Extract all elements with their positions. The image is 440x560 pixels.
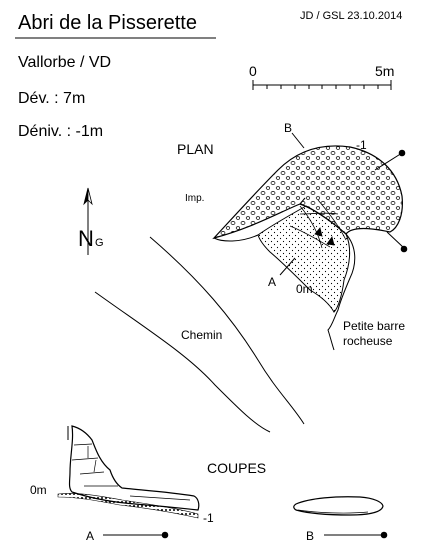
section-b-label: B — [306, 529, 315, 543]
north-letter: N — [78, 226, 94, 251]
section-a-cracks — [71, 443, 191, 501]
plan-section-markers — [279, 132, 408, 276]
scale-end-label: 5m — [375, 63, 395, 79]
development-text: Dév. : 7m — [18, 90, 86, 107]
plan-label-minus1: -1 — [356, 138, 367, 152]
location-text: Vallorbe / VD — [18, 54, 112, 71]
section-a-floor — [57, 493, 199, 519]
survey-credit: JD / GSL 23.10.2014 — [300, 10, 403, 22]
survey-title: Abri de la Pisserette — [18, 12, 197, 34]
sections-heading: COUPES — [207, 460, 267, 476]
plan-label-imp: Imp. — [185, 193, 205, 204]
path-label: Chemin — [181, 328, 223, 342]
section-label-minus1: -1 — [203, 511, 214, 525]
plan-label-b: B — [284, 121, 293, 135]
section-reference-lines — [103, 531, 388, 539]
plan-inner-lines — [289, 199, 347, 249]
section-label-zero: 0m — [30, 483, 47, 497]
section-a-rock — [68, 425, 200, 511]
section-a-label: A — [86, 529, 95, 543]
depth-text: Déniv. : -1m — [18, 123, 104, 140]
path-lines — [94, 236, 305, 433]
rock-bar-label-line1: Petite barre — [343, 319, 406, 333]
section-b-rock — [293, 496, 384, 516]
plan-label-zero: 0m — [296, 282, 313, 296]
plan-floor-zone — [257, 205, 351, 313]
plan-outline — [213, 197, 356, 351]
plan-heading: PLAN — [177, 141, 214, 157]
section-b-floor — [297, 509, 369, 514]
scale-bar — [252, 80, 392, 90]
rock-bar-label-line2: rocheuse — [343, 334, 393, 348]
north-sub: G — [95, 237, 104, 249]
scale-start-label: 0 — [249, 63, 257, 79]
north-arrow — [83, 187, 93, 255]
plan-label-a: A — [268, 275, 277, 289]
